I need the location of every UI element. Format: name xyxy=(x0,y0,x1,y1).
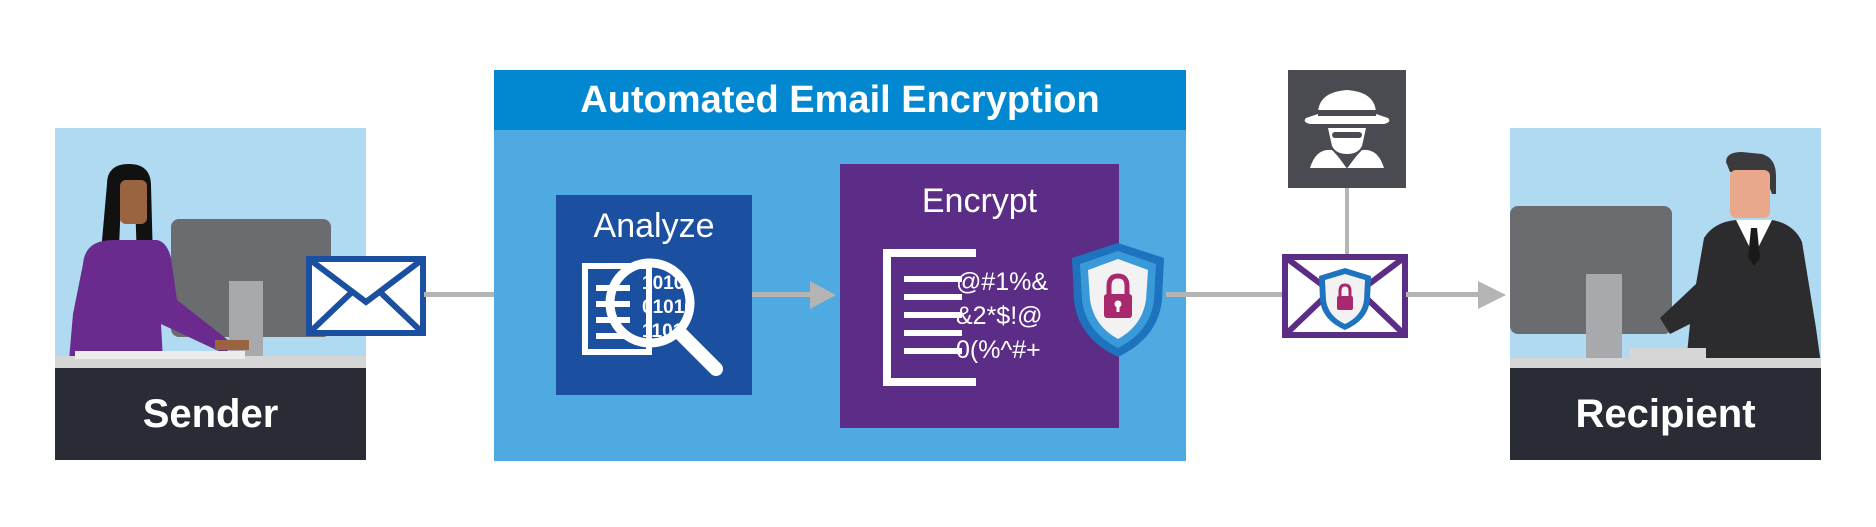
cipher-line-2: &2*$!@ xyxy=(956,302,1043,330)
recipient-label-bar: Recipient xyxy=(1510,368,1821,460)
recipient-panel: Recipient xyxy=(1510,128,1821,460)
sender-scene xyxy=(55,128,366,368)
hacker-box xyxy=(1288,70,1406,188)
magnifier-icon xyxy=(605,258,723,376)
recipient-scene xyxy=(1510,128,1821,368)
analyze-box: Analyze 1010 01010 1101 xyxy=(556,195,752,395)
hacker-connector xyxy=(1345,188,1349,256)
binary-line-1: 1010 xyxy=(642,273,685,294)
sender-label-bar: Sender xyxy=(55,368,366,460)
cipher-line-1: @#1%& xyxy=(956,268,1049,296)
encrypted-envelope-icon xyxy=(1282,254,1408,338)
envelope-icon xyxy=(306,256,426,336)
analyze-title: Analyze xyxy=(593,207,715,245)
arrow-to-encrypt xyxy=(752,281,836,309)
sender-person-icon xyxy=(69,164,249,360)
cipher-document-icon xyxy=(883,249,976,386)
diagram-title: Automated Email Encryption xyxy=(580,78,1100,121)
connector-line xyxy=(1166,292,1284,297)
monitor-icon xyxy=(1510,206,1672,366)
cipher-line-3: 0(%^#+ xyxy=(956,336,1041,364)
encrypt-title: Encrypt xyxy=(921,182,1038,220)
shield-lock-icon xyxy=(1072,243,1164,357)
sender-panel: Sender xyxy=(55,128,366,460)
recipient-label: Recipient xyxy=(1575,391,1756,436)
sender-label: Sender xyxy=(142,391,279,436)
recipient-person-icon xyxy=(1630,152,1821,364)
hacker-spy-icon xyxy=(1304,90,1390,169)
title-bar: Automated Email Encryption xyxy=(494,70,1186,130)
arrow-to-recipient xyxy=(1406,281,1506,309)
encrypt-box: Encrypt @#1%& &2*$!@ 0(%^#+ xyxy=(840,164,1119,428)
binary-line-2: 01010 xyxy=(642,297,695,318)
